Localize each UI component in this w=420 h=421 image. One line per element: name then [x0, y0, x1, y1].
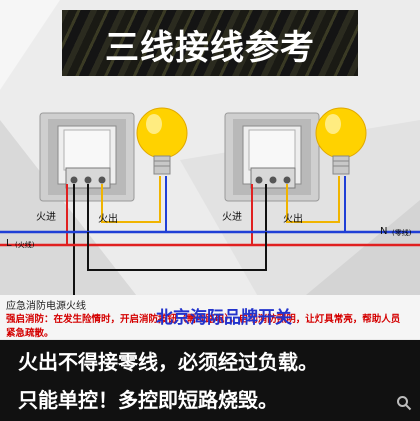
brand-watermark: 北京海际品牌开关	[156, 308, 292, 328]
wires-switch-2	[251, 176, 346, 245]
search-icon[interactable]	[394, 395, 414, 415]
warning-band	[0, 340, 420, 421]
emergency-description: 强启消防：在发生险情时，开启消防按钮（需线路电），启动消防照明，让灯具常亮，帮助…	[6, 314, 401, 339]
line-live-label: L	[6, 238, 12, 249]
emergency-band	[0, 295, 420, 339]
background-facet	[300, 200, 420, 300]
emergency-power-label: 应急消防电源火线	[6, 301, 86, 312]
line-live-note: (火线)	[15, 241, 35, 249]
warning-line-1: 火出不得接零线，必须经过负载。	[18, 350, 318, 374]
bulb-1	[136, 107, 188, 175]
switch-2	[224, 112, 320, 202]
switch-1	[39, 112, 135, 202]
banner-title: 三线接线参考	[105, 28, 315, 68]
background-facet	[0, 120, 140, 300]
line-neutral-note: (零线)	[392, 229, 412, 237]
switch1-live-out-label: 火出	[98, 214, 118, 225]
title-banner: 三线接线参考	[62, 10, 358, 76]
line-neutral-label: N	[380, 226, 388, 237]
switch2-live-out-label: 火出	[283, 214, 303, 225]
background-facet	[0, 0, 60, 90]
switch1-live-in-label: 火进	[36, 212, 56, 223]
search-icon-glyph	[397, 396, 412, 411]
line-emergency	[87, 232, 267, 271]
bulb-2	[315, 107, 367, 175]
switch2-live-in-label: 火进	[222, 212, 242, 223]
warning-line-2: 只能单控！多控即短路烧毁。	[18, 388, 278, 412]
